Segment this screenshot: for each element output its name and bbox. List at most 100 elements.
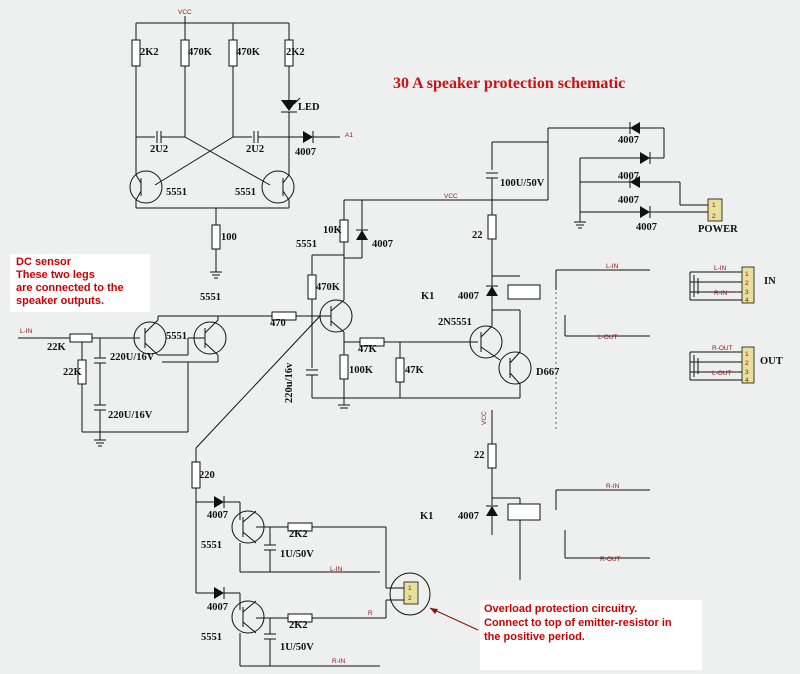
label-100k: 100K: [349, 365, 374, 376]
net-r-o: R: [368, 610, 373, 617]
label-5551-left-top: 5551: [200, 292, 221, 303]
net-l-in-o: L-IN: [330, 566, 343, 573]
label-470k-a: 470K: [188, 47, 213, 58]
label-2k2-b: 2K2: [286, 47, 305, 58]
label-led: LED: [298, 102, 320, 113]
diode-4007-top-icon: [303, 131, 313, 143]
label-470: 470: [270, 318, 286, 329]
resistor-47k-b: [395, 357, 405, 383]
label-5551-left: 5551: [166, 331, 187, 342]
diode-4007-k1-icon: [486, 286, 498, 296]
diode-4007-p3-icon: [630, 176, 640, 188]
label-47k-a: 47K: [358, 344, 378, 355]
in-num-3: 3: [745, 289, 749, 296]
label-5551-o2: 5551: [201, 632, 222, 643]
net-l-in-left: L-IN: [20, 328, 33, 335]
transistor-2n5551-icon: [469, 325, 503, 359]
dc-sensor-stage: DC sensor These two legs are connected t…: [10, 254, 320, 447]
label-k1-low: K1: [420, 511, 433, 522]
label-4007-k2: 4007: [458, 511, 479, 522]
net-r-in-o: R-IN: [332, 658, 346, 665]
label-100: 100: [221, 232, 237, 243]
in-num-2: 2: [745, 280, 749, 287]
resistor-22-low: [487, 443, 497, 469]
dc-sensor-note-4: speaker outputs.: [16, 295, 104, 307]
label-5551-b: 5551: [235, 187, 256, 198]
label-10k: 10K: [323, 225, 343, 236]
label-1u-a: 1U/50V: [280, 549, 314, 560]
label-2k2-a: 2K2: [140, 47, 159, 58]
out-connector: R-OUT L-OUT 1 2 3 4 OUT: [689, 345, 783, 384]
out-num-3: 3: [745, 369, 749, 376]
overload-pin-1: 1: [408, 585, 412, 592]
vcc-label-mid: VCC: [444, 193, 458, 200]
diagram-title: 30 A speaker protection schematic: [393, 75, 625, 92]
label-2u2-b: 2U2: [246, 144, 264, 155]
label-2n5551: 2N5551: [438, 317, 472, 328]
out-pin-label-1: R-OUT: [712, 345, 733, 352]
label-470k-b: 470K: [236, 47, 261, 58]
power-connector: [707, 198, 723, 222]
diode-4007-mid-icon: [356, 230, 368, 240]
label-4007-p2: 4007: [618, 171, 639, 182]
transistor-5551-a-icon: [129, 170, 163, 204]
label-220u-b: 220U/16V: [108, 410, 153, 421]
out-pin-label-3: L-OUT: [712, 370, 732, 377]
label-power: POWER: [698, 224, 738, 235]
label-2k2-o1: 2K2: [289, 529, 308, 540]
resistor-22-top: [487, 214, 497, 240]
label-4007-p4: 4007: [636, 222, 657, 233]
label-1u-b: 1U/50V: [280, 642, 314, 653]
relay-coil-top: [507, 284, 541, 300]
label-5551-mid: 5551: [296, 239, 317, 250]
diode-4007-o2-icon: [214, 587, 224, 599]
vcc-label-low: VCC: [481, 411, 488, 425]
dc-sensor-note-box: [10, 254, 150, 312]
transistor-5551-left-a-icon: [133, 321, 167, 355]
label-220u-c: 220u/16v: [284, 362, 295, 403]
overload-note-box: [480, 600, 702, 670]
net-l-in-top: L-IN: [606, 263, 619, 270]
vcc-label-top: VCC: [178, 9, 192, 16]
overload-note-1: Overload protection circuitry.: [484, 603, 637, 615]
relay-k1-top: 100U/50V 22 4007 K1 L-IN L-OUT: [421, 142, 650, 430]
out-num-4: 4: [745, 377, 749, 384]
label-22-low: 22: [474, 450, 485, 461]
label-100u: 100U/50V: [500, 178, 545, 189]
overload-pin-2: 2: [408, 595, 412, 602]
label-4007-k1: 4007: [458, 291, 479, 302]
overload-connector: [403, 581, 419, 605]
label-220: 220: [199, 470, 215, 481]
power-pin-2: 2: [712, 213, 716, 220]
label-4007-top: 4007: [295, 147, 316, 158]
relay-k1-bottom: VCC 22 4007 K1 R-IN R-OUT: [420, 410, 650, 580]
label-470k-mid: 470K: [316, 282, 341, 293]
power-pin-1: 1: [712, 202, 716, 209]
dc-sensor-note-2: These two legs: [16, 269, 95, 281]
label-47k-b: 47K: [405, 365, 425, 376]
overload-stage: 220 4007 5551 2K2 1U/50V L-IN 4007 5551 …: [191, 315, 702, 670]
in-connector-body: [741, 266, 755, 304]
transistor-d667-icon: [498, 351, 532, 385]
diode-4007-p1-icon: [630, 122, 640, 134]
out-num-1: 1: [745, 351, 749, 358]
label-22k-a: 22K: [47, 342, 67, 353]
transistor-5551-o2-icon: [231, 600, 265, 634]
diode-4007-p2-icon: [640, 152, 650, 164]
power-bridge: 4007 4007 4007 4007 1 2 POWER: [492, 122, 738, 235]
out-num-2: 2: [745, 360, 749, 367]
resistor-100: [211, 224, 221, 250]
dc-sensor-note-3: are connected to the: [16, 282, 124, 294]
label-out: OUT: [760, 356, 783, 367]
label-22k-b: 22K: [63, 367, 83, 378]
label-4007-mid: 4007: [372, 239, 393, 250]
led-icon: [281, 100, 297, 111]
resistor-22k-a: [69, 333, 93, 343]
label-d667: D667: [536, 367, 559, 378]
label-4007-o1: 4007: [207, 510, 228, 521]
label-22-top: 22: [472, 230, 483, 241]
label-in: IN: [764, 276, 776, 287]
diode-4007-o1-icon: [214, 496, 224, 508]
